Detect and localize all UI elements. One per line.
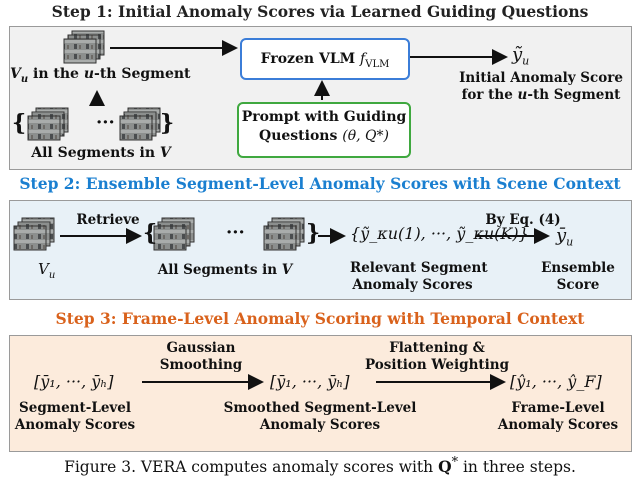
segment-level-set: [ȳ₁, ···, ȳₕ]: [34, 372, 114, 391]
segment-level-label: Segment-Level Anomaly Scores: [14, 400, 136, 433]
by-eq-label: By Eq. (4): [485, 212, 561, 228]
relevant-set: {ỹ_κu(1), ···, ỹ_κu(K)}: [350, 224, 529, 243]
brace-right-step1: }: [160, 110, 175, 136]
initial-score-label: Initial Anomaly Score for the u-th Segme…: [459, 70, 623, 103]
smoothed-set: [ȳ₁, ···, ȳₕ]: [270, 372, 350, 391]
frame-level-label: Frame-Level Anomaly Scores: [497, 400, 619, 433]
segment-vu-thumbnail: [63, 30, 105, 64]
ensemble-symbol: ȳu: [556, 225, 574, 249]
all-segments-thumbnails-step2: [153, 217, 305, 251]
figure-caption: Figure 3. VERA computes anomaly scores w…: [64, 455, 576, 477]
gaussian-smoothing-label: Gaussian Smoothing: [159, 340, 243, 373]
step1-title: Step 1: Initial Anomaly Scores via Learn…: [51, 2, 589, 21]
step2-title: Step 2: Ensemble Segment-Level Anomaly S…: [19, 174, 621, 193]
step2-panel: [9, 200, 632, 300]
frozen-vlm-box: Frozen VLM fVLM: [240, 38, 410, 80]
all-segments-thumbnails-step1: [27, 107, 161, 141]
brace-left-step1: {: [12, 110, 27, 136]
smoothed-label: Smoothed Segment-Level Anomaly Scores: [223, 400, 417, 433]
ellipsis-step2: ···: [226, 222, 245, 243]
all-segments-label-step1: All Segments in V: [31, 145, 171, 161]
retrieve-label: Retrieve: [76, 212, 140, 228]
ellipsis-step1: ···: [96, 112, 115, 133]
step3-title: Step 3: Frame-Level Anomaly Scoring with…: [55, 309, 585, 328]
vu-label-step2: Vu: [38, 260, 56, 281]
brace-right-step2: }: [306, 220, 321, 246]
segment-vu-thumbnail-step2: [13, 217, 55, 251]
frame-level-set: [ŷ₁, ···, ŷ_F]: [510, 372, 602, 391]
all-segments-label-step2: All Segments in V: [157, 262, 293, 278]
initial-score-symbol: ỹu: [512, 44, 530, 68]
ensemble-label: Ensemble Score: [541, 260, 615, 293]
prompt-box: Prompt with Guiding Questions (θ, Q*): [237, 102, 411, 158]
step3-panel: [9, 335, 632, 452]
brace-left-step2: {: [143, 220, 158, 246]
segment-vu-label: Vu in the u-th Segment: [10, 66, 191, 85]
flatten-weight-label: Flattening & Position Weighting: [364, 340, 510, 373]
relevant-label: Relevant Segment Anomaly Scores: [350, 260, 488, 293]
